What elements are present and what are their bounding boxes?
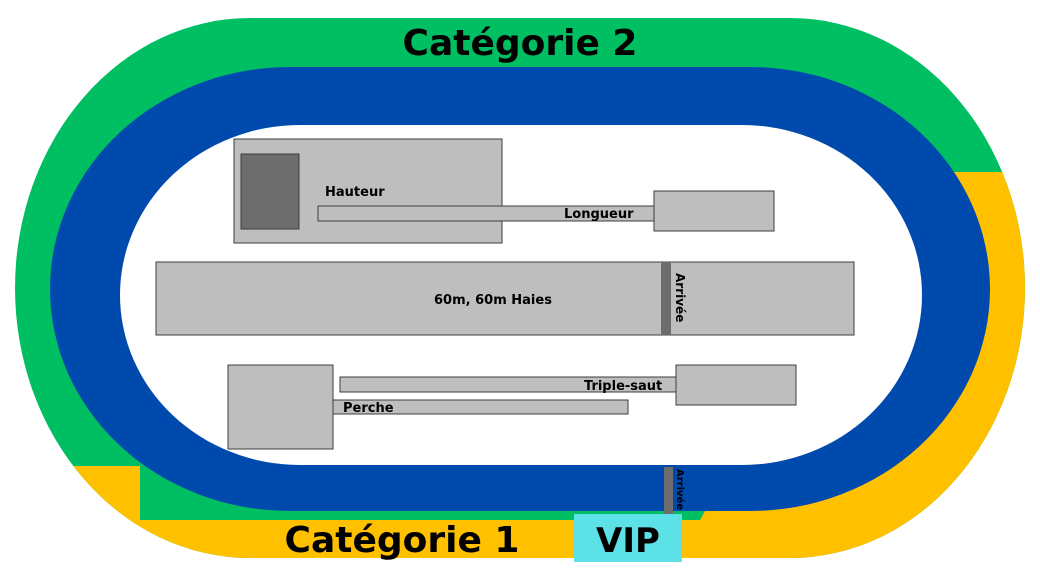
vip-label: VIP — [596, 521, 660, 561]
vip-zone[interactable] — [574, 514, 682, 562]
triple-saut-label: Triple-saut — [584, 379, 662, 394]
hauteur-label: Hauteur — [325, 185, 385, 200]
longueur-label: Longueur — [564, 207, 634, 222]
category-1-title: Catégorie 1 — [285, 520, 520, 561]
perche-label: Perche — [343, 401, 394, 416]
perche-zone[interactable] — [227, 364, 334, 450]
inner-finish-line — [661, 262, 671, 335]
sprint-zone[interactable] — [155, 261, 855, 336]
outer-finish-line — [664, 467, 673, 514]
category-2-title: Catégorie 2 — [403, 23, 638, 64]
hauteur-mat — [240, 153, 300, 230]
sprint-label: 60m, 60m Haies — [434, 293, 552, 308]
longueur-pit[interactable] — [653, 190, 775, 232]
outer-finish-label: Arrivée — [674, 469, 686, 510]
triple-saut-pit[interactable] — [675, 364, 797, 406]
inner-finish-label: Arrivée — [673, 273, 687, 322]
